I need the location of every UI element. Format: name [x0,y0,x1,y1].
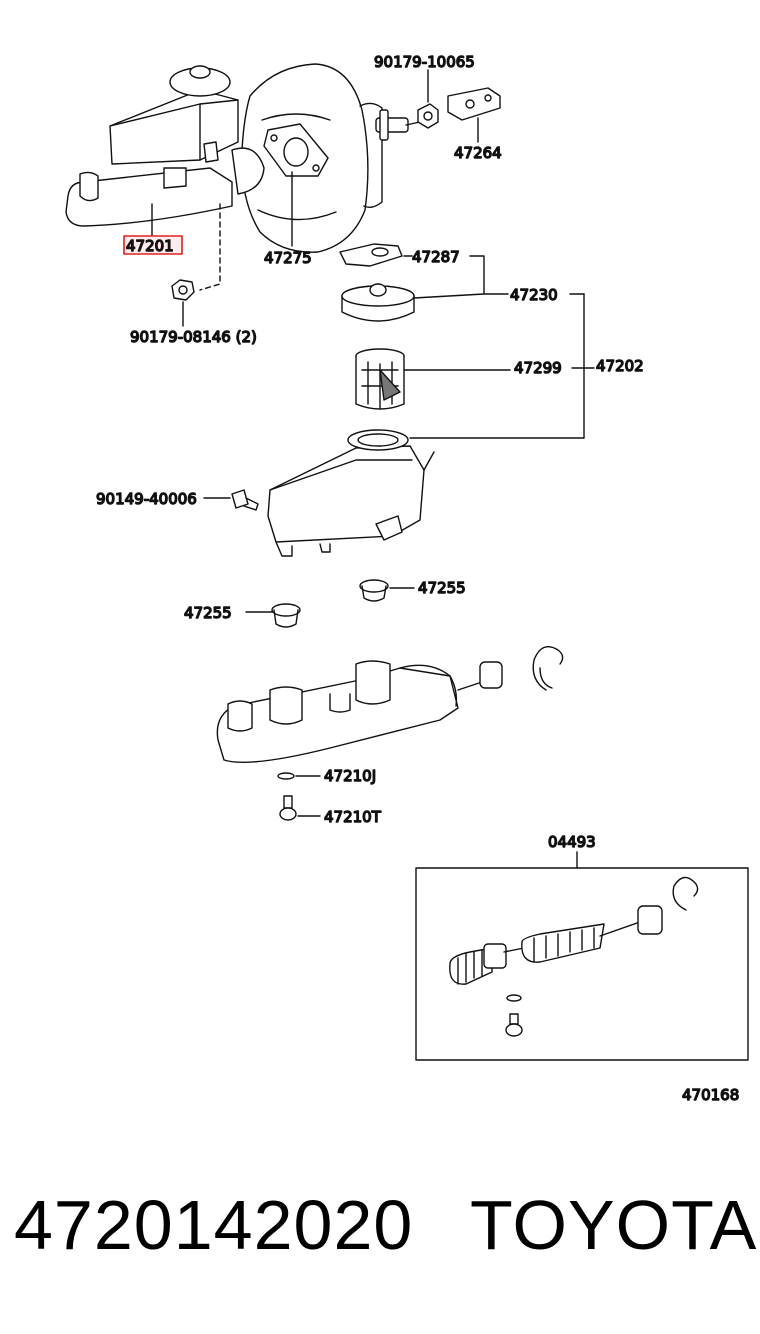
reservoir-47202 [267,429,435,557]
kit-box-04493 [415,867,749,1061]
callout-47275[interactable]: 47275 [263,248,312,267]
clevis-47264 [447,87,501,121]
callout-47264[interactable]: 47264 [453,143,502,162]
callout-47202[interactable]: 47202 [595,356,644,375]
strainer-47299 [355,348,405,410]
dashed-bolt-line [199,203,221,291]
cylinder-body [216,660,503,763]
callout-47210T[interactable]: 47210T [323,807,382,826]
screw-47210T [279,795,297,821]
footer-part-number: 4720142020 [14,1186,414,1264]
grommet-47255-left [271,603,301,628]
piston-kit [449,876,699,1037]
callout-90179-10065[interactable]: 90179-10065 [373,52,475,71]
callout-90179-08146[interactable]: 90179-08146 (2) [129,327,257,346]
push-rod [375,109,421,141]
footer-brand: TOYOTA [470,1186,758,1264]
highlight-box-47201 [123,235,183,255]
master-cylinder-assembly [65,65,265,227]
washer-47210J [277,772,295,780]
reservoir-cap-47230 [341,283,415,322]
callout-90149-40006[interactable]: 90149-40006 [95,489,197,508]
callout-47210J[interactable]: 47210J [323,766,377,785]
snap-ring [532,646,564,691]
booster-gasket-47275 [263,123,329,177]
grommet-47255-right [359,579,389,602]
lines-47230-47202 [403,255,595,439]
callout-47299[interactable]: 47299 [513,358,562,377]
union-bolt-90149-40006 [231,489,259,511]
reservoir-plate-47287 [339,243,403,267]
clevis-nut [417,103,439,129]
diagram-id: 470168 [682,1086,739,1104]
callout-04493[interactable]: 04493 [547,832,596,851]
callout-47255-right[interactable]: 47255 [417,578,466,597]
callout-47255-left[interactable]: 47255 [183,603,232,622]
callout-47201[interactable]: 47201 [125,236,174,255]
nut-90179-08146 [171,279,195,301]
callout-47230[interactable]: 47230 [509,285,558,304]
callout-47287[interactable]: 47287 [411,247,460,266]
